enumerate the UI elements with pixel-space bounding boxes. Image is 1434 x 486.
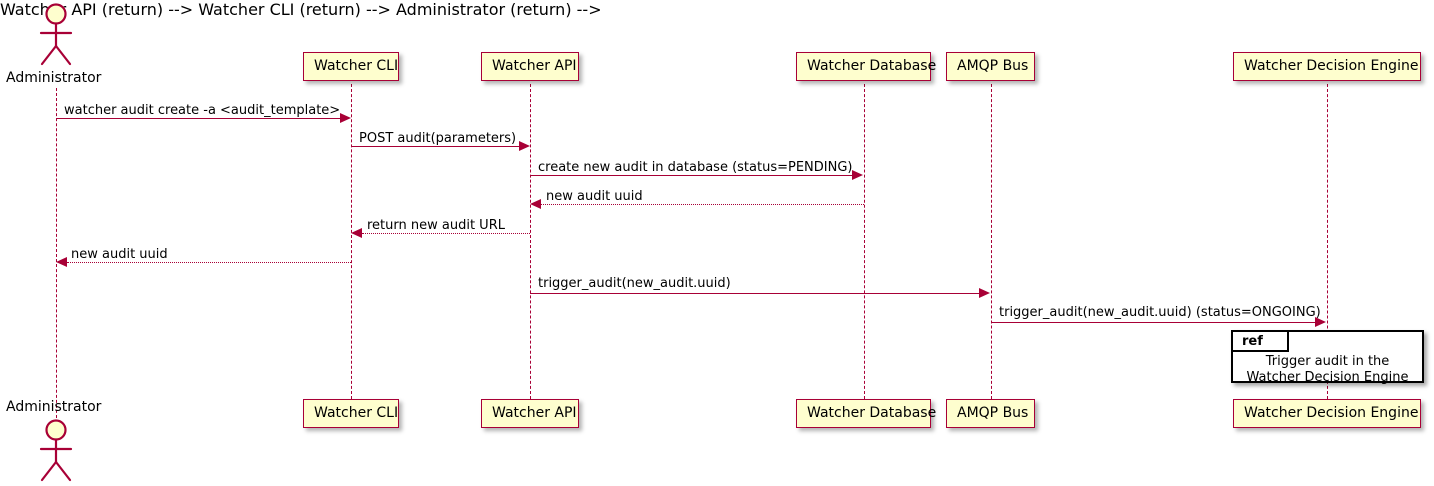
ref-fragment-body: Trigger audit in the Watcher Decision En… [1233,354,1422,386]
participant-watcher-decision-engine-top[interactable]: Watcher Decision Engine [1233,52,1421,81]
actor-stick-figure-icon [39,3,73,66]
participant-watcher-database-bottom[interactable]: Watcher Database [796,399,936,428]
ref-fragment-line-1: Trigger audit in the [1265,354,1390,369]
participant-label-amqp-bus-top: AMQP Bus [957,58,1029,74]
ref-fragment-keyword: ref [1242,334,1263,349]
message-label-7: trigger_audit(new_audit.uuid) [538,276,731,291]
participant-label-amqp-bus-bottom: AMQP Bus [957,405,1029,421]
participant-watcher-decision-engine-bottom[interactable]: Watcher Decision Engine [1233,399,1421,428]
message-label-5: return new audit URL [367,218,505,233]
message-arrowhead-3 [852,170,863,180]
ref-fragment-tab [1233,332,1289,352]
message-arrowhead-8 [1315,317,1326,327]
lifeline-watcher-database [864,84,865,399]
message-line-4 [541,204,864,205]
message-line-3 [530,175,853,176]
message-label-2: POST audit(parameters) [359,131,517,146]
participant-label-watcher-cli-bottom: Watcher CLI [314,405,399,421]
actor-administrator-bottom [28,418,84,486]
participant-watcher-api-bottom[interactable]: Watcher API [481,399,579,428]
message-label-3: create new audit in database (status=PEN… [538,160,853,175]
lifeline-amqp-bus [991,84,992,399]
lifeline-watcher-api [530,84,531,399]
message-arrowhead-6 [56,257,67,267]
ref-fragment: ref Trigger audit in the Watcher Decisio… [1231,330,1424,386]
participant-label-watcher-cli-top: Watcher CLI [314,58,399,74]
message-label-6: new audit uuid [71,247,168,262]
message-arrowhead-1 [340,113,351,123]
participant-label-watcher-database-top: Watcher Database [807,58,937,74]
participant-watcher-cli-top[interactable]: Watcher CLI [303,52,399,81]
message-label-8: trigger_audit(new_audit.uuid) (status=ON… [999,305,1321,320]
message-arrowhead-4 [530,199,541,209]
message-arrowhead-5 [351,228,362,238]
message-arrowhead-7 [979,288,990,298]
message-label-1: watcher audit create -a <audit_template> [64,103,341,118]
participant-label-watcher-decision-engine-bottom: Watcher Decision Engine [1244,405,1419,421]
message-label-4: new audit uuid [546,189,643,204]
ref-fragment-line-2: Watcher Decision Engine [1246,370,1409,385]
participant-label-watcher-api-bottom: Watcher API [492,405,577,421]
participant-watcher-api-top[interactable]: Watcher API [481,52,579,81]
actor-label-administrator-bottom: Administrator [6,399,102,415]
actor-stick-figure-icon [39,419,73,482]
message-line-6 [67,262,351,263]
participant-amqp-bus-top[interactable]: AMQP Bus [946,52,1035,81]
lifeline-watcher-cli [351,84,352,399]
message-line-2 [351,146,520,147]
message-arrowhead-2 [519,141,530,151]
message-line-5 [362,233,530,234]
participant-label-watcher-api-top: Watcher API [492,58,577,74]
actor-administrator-top [28,2,84,72]
message-line-8 [991,322,1316,323]
actor-label-administrator-top: Administrator [6,70,102,86]
lifeline-watcher-decision-engine [1327,84,1328,399]
participant-label-watcher-database-bottom: Watcher Database [807,405,937,421]
participant-amqp-bus-bottom[interactable]: AMQP Bus [946,399,1035,428]
participant-label-watcher-decision-engine-top: Watcher Decision Engine [1244,58,1419,74]
participant-watcher-cli-bottom[interactable]: Watcher CLI [303,399,399,428]
participant-watcher-database-top[interactable]: Watcher Database [796,52,936,81]
message-line-1 [56,118,341,119]
message-line-7 [530,293,980,294]
